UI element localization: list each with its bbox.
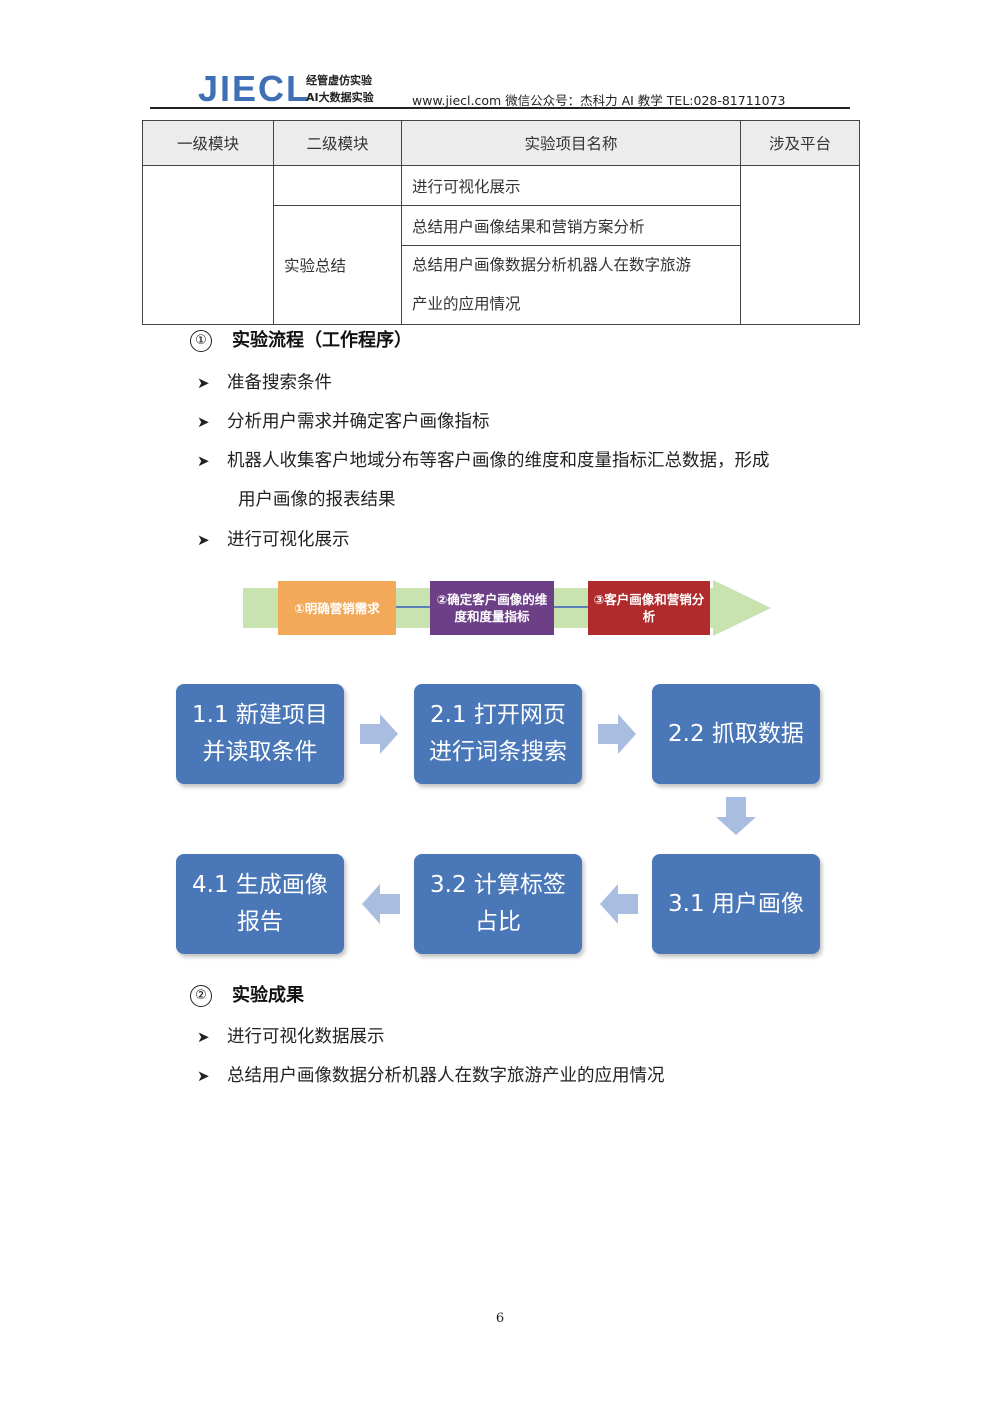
section-number: ② <box>190 985 212 1007</box>
table-row: 总结用户画像数据分析机器人在数字旅游 产业的应用情况 <box>143 245 860 325</box>
flow-step-4-1: 4.1 生成画像报告 <box>176 854 344 954</box>
flow-step-text: 并读取条件 <box>202 739 318 765</box>
table-cell-item-line1: 总结用户画像数据分析机器人在数字旅游 <box>412 256 692 274</box>
list-item-text-continued: 用户画像的报表结果 <box>238 490 396 510</box>
list-item: ➤ 分析用户需求并确定客户画像指标 <box>197 403 857 442</box>
table-cell-item: 总结用户画像数据分析机器人在数字旅游 产业的应用情况 <box>401 245 741 325</box>
table-row: 实验总结 总结用户画像结果和营销方案分析 <box>143 205 860 325</box>
bullet-arrow-icon: ➤ <box>197 452 210 470</box>
flow-step-text: 报告 <box>236 909 283 935</box>
bullet-arrow-icon: ➤ <box>197 1028 210 1046</box>
bullet-arrow-icon: ➤ <box>197 1067 210 1085</box>
arrow-down-icon <box>716 797 756 835</box>
flow-step-text: 2.1 打开网页 <box>430 702 566 728</box>
list-item-text: 总结用户画像数据分析机器人在数字旅游产业的应用情况 <box>227 1066 665 1086</box>
page-number: 6 <box>495 1311 505 1326</box>
flow-step-text: 3.2 计算标签 <box>430 872 566 898</box>
bullet-arrow-icon: ➤ <box>197 531 210 549</box>
page-header: JIECL 经管虚仿实验 AI大数据实验 www.jiecl.com 微信公众号… <box>150 66 850 110</box>
table-cell-item: 总结用户画像结果和营销方案分析 <box>401 205 741 246</box>
list-item-text: 进行可视化数据展示 <box>227 1027 385 1047</box>
table-row: 进行可视化展示 <box>142 165 860 325</box>
table-header-row: 一级模块 二级模块 实验项目名称 涉及平台 <box>142 120 860 166</box>
table-header-cell: 二级模块 <box>273 120 402 166</box>
header-divider <box>150 107 850 109</box>
banner-connector <box>396 606 430 608</box>
list-item-text: 进行可视化展示 <box>227 530 350 550</box>
list-item: ➤ 准备搜索条件 <box>197 364 857 403</box>
header-contact: www.jiecl.com 微信公众号：杰科力 AI 教学 TEL:028-81… <box>412 93 786 108</box>
table-cell-item: 进行可视化展示 <box>401 165 741 206</box>
process-banner: ①明确营销需求 ②确定客户画像的维度和度量指标 ③客户画像和营销分析 <box>243 578 773 638</box>
section-title-text: 实验流程（工作程序） <box>232 330 412 351</box>
arrow-left-icon <box>362 884 400 924</box>
flow-step-1-1: 1.1 新建项目并读取条件 <box>176 684 344 784</box>
logo-subtitle-2: AI大数据实验 <box>306 91 374 104</box>
list-item: ➤ 进行可视化数据展示 <box>197 1018 857 1057</box>
arrow-right-icon <box>360 714 398 754</box>
table-cell-item-line2: 产业的应用情况 <box>412 295 521 313</box>
bullet-arrow-icon: ➤ <box>197 413 210 431</box>
arrow-right-icon <box>598 714 636 754</box>
logo: JIECL <box>198 68 311 109</box>
table-header-cell: 涉及平台 <box>740 120 860 166</box>
table-cell-platform <box>740 165 860 325</box>
section-title: ① 实验流程（工作程序） <box>190 326 412 352</box>
list-item-text: 分析用户需求并确定客户画像指标 <box>227 412 490 432</box>
flow-step-text: 3.1 用户画像 <box>668 890 804 917</box>
list-item: ➤ 机器人收集客户地域分布等客户画像的维度和度量指标汇总数据，形成 用户画像的报表… <box>197 442 857 520</box>
flow-step-text: 4.1 生成画像 <box>192 872 328 898</box>
section-number: ① <box>190 330 212 352</box>
list-item: ➤ 进行可视化展示 <box>197 521 857 560</box>
banner-connector <box>554 606 588 608</box>
flow-step-2-2: 2.2 抓取数据 <box>652 684 820 784</box>
module-table: 一级模块 二级模块 实验项目名称 涉及平台 进行可视化展示 实验总结 总结用户画… <box>142 120 860 325</box>
table-cell-module1 <box>142 165 274 325</box>
banner-step-3: ③客户画像和营销分析 <box>588 581 710 635</box>
table-cell-module2-empty <box>273 165 402 206</box>
table-cell-module2: 实验总结 <box>273 205 402 325</box>
banner-step-2: ②确定客户画像的维度和度量指标 <box>430 581 554 635</box>
flow-step-text: 2.2 抓取数据 <box>668 720 804 747</box>
section-title-text: 实验成果 <box>232 985 304 1006</box>
flow-step-3-2: 3.2 计算标签占比 <box>414 854 582 954</box>
bullet-arrow-icon: ➤ <box>197 374 210 392</box>
list-item-text: 机器人收集客户地域分布等客户画像的维度和度量指标汇总数据，形成 <box>227 451 770 471</box>
flow-step-3-1: 3.1 用户画像 <box>652 854 820 954</box>
flow-step-text: 进行词条搜索 <box>429 739 567 765</box>
logo-subtitle-1: 经管虚仿实验 <box>306 74 372 87</box>
table-header-cell: 一级模块 <box>142 120 274 166</box>
list-item: ➤ 总结用户画像数据分析机器人在数字旅游产业的应用情况 <box>197 1057 857 1096</box>
flow-step-text: 1.1 新建项目 <box>192 702 328 728</box>
flow-step-text: 占比 <box>474 909 521 935</box>
section-title: ② 实验成果 <box>190 981 304 1007</box>
arrow-left-icon <box>600 884 638 924</box>
list-item-text: 准备搜索条件 <box>227 373 332 393</box>
table-header-cell: 实验项目名称 <box>401 120 741 166</box>
flow-step-2-1: 2.1 打开网页进行词条搜索 <box>414 684 582 784</box>
banner-step-1: ①明确营销需求 <box>278 581 396 635</box>
